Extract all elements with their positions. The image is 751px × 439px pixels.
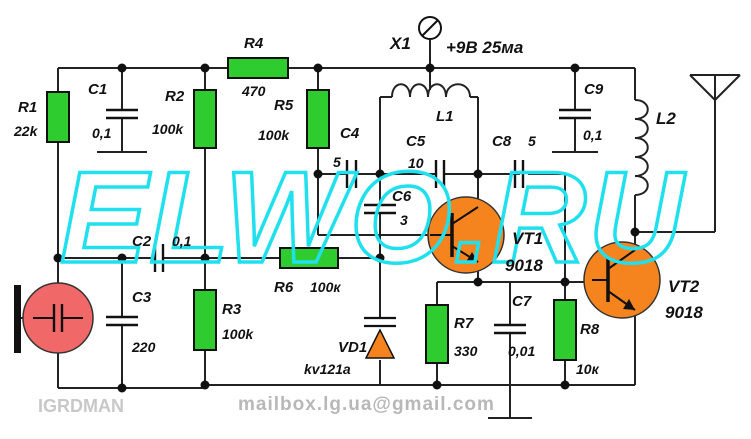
value-c2: 0,1 xyxy=(172,233,192,249)
capacitor-c8 xyxy=(513,160,525,188)
label-r8: R8 xyxy=(580,321,600,338)
label-c1: C1 xyxy=(88,81,107,98)
label-l2: L2 xyxy=(656,109,676,128)
label-c3: C3 xyxy=(132,289,152,306)
label-c4: C4 xyxy=(340,125,360,142)
inductor-l1 xyxy=(391,83,471,98)
label-c8: C8 xyxy=(492,133,512,150)
resistors xyxy=(46,57,577,364)
value-vt1: 9018 xyxy=(505,256,543,275)
label-r7: R7 xyxy=(454,315,474,332)
value-r5: 100k xyxy=(258,127,290,143)
label-r5: R5 xyxy=(274,97,294,114)
supply-terminal-icon xyxy=(418,16,442,40)
value-c5: 10 xyxy=(408,155,424,171)
capacitor-c5 xyxy=(434,160,446,188)
label-c7: C7 xyxy=(512,293,532,310)
value-r1: 22k xyxy=(13,123,39,139)
label-r6: R6 xyxy=(274,279,294,296)
label-r3: R3 xyxy=(222,301,242,318)
value-r4: 470 xyxy=(241,83,266,99)
watermark-text: ELWO.RU xyxy=(60,144,686,290)
value-c9: 0,1 xyxy=(583,127,603,143)
value-c3: 220 xyxy=(131,339,156,355)
capacitor-c2 xyxy=(153,244,165,272)
capacitor-c1 xyxy=(106,108,138,120)
value-c7: 0,01 xyxy=(508,343,535,359)
value-r6: 100к xyxy=(310,279,341,295)
value-vt2: 9018 xyxy=(665,303,703,322)
value-r8: 10к xyxy=(576,361,600,377)
capacitor-c3 xyxy=(106,315,138,327)
value-vd1: kv121a xyxy=(304,361,351,377)
label-r1: R1 xyxy=(18,99,37,116)
label-vd1: VD1 xyxy=(338,339,367,356)
antenna-icon xyxy=(689,74,741,101)
resistor-r6 xyxy=(279,247,339,269)
email-text: mailbox.lg.ua@gmail.com xyxy=(238,394,495,415)
value-r3: 100k xyxy=(222,326,254,342)
microphone-icon xyxy=(14,282,94,354)
label-c6: C6 xyxy=(392,188,412,205)
label-c2: C2 xyxy=(132,233,152,250)
varicap-diode-vd1 xyxy=(364,316,396,359)
capacitor-c7 xyxy=(494,323,526,335)
label-vt1: VT1 xyxy=(512,229,543,248)
label-vt2: VT2 xyxy=(668,277,700,296)
value-r2: 100k xyxy=(152,121,184,137)
junction-dots xyxy=(53,63,640,393)
value-r7: 330 xyxy=(454,343,478,359)
resistor-r7 xyxy=(425,304,449,364)
value-c8: 5 xyxy=(528,133,536,149)
resistor-r2 xyxy=(193,89,217,149)
label-r4: R4 xyxy=(244,35,264,52)
resistor-r1 xyxy=(46,91,70,143)
resistor-r8 xyxy=(553,299,577,361)
resistor-r3 xyxy=(193,289,217,351)
value-c6: 3 xyxy=(400,212,408,228)
labels: X1 +9В 25ма R1 22k C1 0,1 R2 100k R4 470… xyxy=(13,34,703,416)
resistor-r4 xyxy=(227,57,289,79)
label-l1: L1 xyxy=(436,108,454,125)
transistor-vt2 xyxy=(583,241,661,319)
label-c9: C9 xyxy=(584,81,604,98)
signature-text: IGRDMAN xyxy=(38,396,124,416)
inductor-l2 xyxy=(634,99,649,196)
capacitor-c6 xyxy=(364,203,396,215)
capacitor-c4 xyxy=(345,160,358,188)
value-c1: 0,1 xyxy=(92,125,112,141)
value-c4: 5 xyxy=(333,154,341,170)
label-supply: +9В 25ма xyxy=(446,38,523,57)
resistor-r5 xyxy=(306,89,330,149)
capacitors xyxy=(106,108,591,335)
capacitor-c9 xyxy=(559,108,591,120)
transistor-vt1 xyxy=(427,196,505,274)
label-c5: C5 xyxy=(406,133,426,150)
label-r2: R2 xyxy=(165,88,185,105)
label-x1: X1 xyxy=(389,34,411,53)
